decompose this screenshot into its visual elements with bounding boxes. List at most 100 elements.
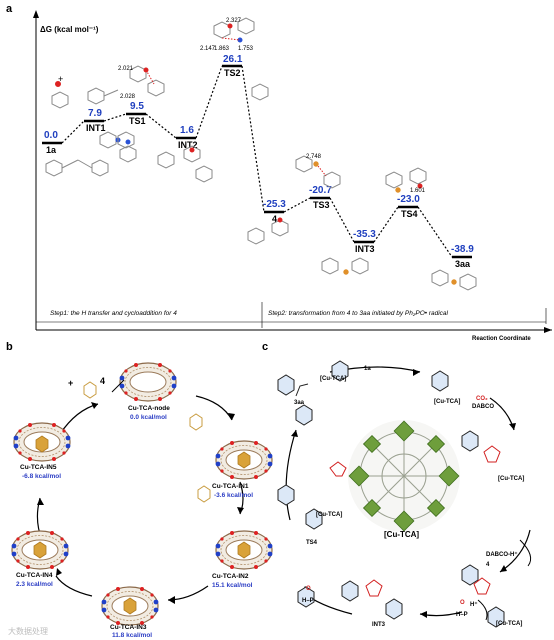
state-label-ts2: TS2 <box>224 68 241 78</box>
product-4-c-label: 4 <box>486 562 490 568</box>
value-int1: 7.9 <box>88 108 102 119</box>
node-energy-in5: -6.8 kcal/mol <box>22 473 61 480</box>
cage-node <box>118 362 178 402</box>
energy-profile <box>42 64 472 259</box>
bond-distances: 2.021 2.028 2.327 2.147 1.863 1.753 2.74… <box>118 18 426 194</box>
cat-label-2: [Cu-TCA] <box>434 399 460 405</box>
cat-label-3: [Cu-TCA] <box>498 476 524 482</box>
distance-7: 2.748 <box>306 154 322 160</box>
product-4-label: 4 <box>100 376 105 386</box>
value-ts1: 9.5 <box>130 101 144 112</box>
molecule-ts3 <box>295 155 341 189</box>
o-label-left: O <box>306 586 311 592</box>
released-molecule <box>83 381 97 399</box>
step2-caption: Step2: transformation from 4 to 3aa init… <box>268 310 449 317</box>
guest-in4 <box>33 541 47 559</box>
energy-connectors <box>61 65 453 258</box>
node-name-in3: Cu-TCA-IN3 <box>110 624 147 631</box>
state-label-1a: 1a <box>46 145 57 155</box>
distance-1: 2.021 <box>118 66 134 72</box>
value-int2: 1.6 <box>180 125 194 136</box>
distance-5: 1.863 <box>214 46 230 52</box>
mof-structure <box>348 420 460 532</box>
node-name-in5: Cu-TCA-IN5 <box>20 464 57 471</box>
state-label-ts1: TS1 <box>129 116 146 126</box>
panel-a-label: a <box>6 3 13 15</box>
node-energy-in1: -3.6 kcal/mol <box>214 492 253 499</box>
guest-in5 <box>35 435 49 453</box>
svg-text:+: + <box>58 74 63 84</box>
value-ts4: -23.0 <box>397 194 420 205</box>
molecule-4 <box>247 217 289 245</box>
node-energy-in3: 11.8 kcal/mol <box>112 632 152 639</box>
guest-in3 <box>123 597 137 615</box>
state-label-int1: INT1 <box>86 123 106 133</box>
node-name-in4: Cu-TCA-IN4 <box>16 572 53 579</box>
3aa-label: 3aa <box>294 400 305 406</box>
arrow-c3 <box>499 529 531 573</box>
node-name-node: Cu-TCA-node <box>128 405 170 412</box>
node-name-in1: Cu-TCA-IN1 <box>212 483 249 490</box>
value-1a: 0.0 <box>44 130 58 141</box>
hp-label-left: H–P <box>302 598 314 604</box>
dabcoh-label: DABCO-H⁺ <box>486 551 518 558</box>
node-name-in2: Cu-TCA-IN2 <box>212 573 249 580</box>
guest-in2 <box>237 541 251 559</box>
sub-1a-label: 1a <box>364 366 371 372</box>
arrow-in3-to-in4 <box>55 575 93 597</box>
state-label-int3: INT3 <box>355 244 375 254</box>
dabco-label: DABCO <box>472 404 494 410</box>
state-label-int2: INT2 <box>178 140 198 150</box>
molecule-1a: + <box>45 74 109 177</box>
value-ts3: -20.7 <box>309 185 332 196</box>
co2-label: CO₂ <box>476 396 488 402</box>
cycle-c: [Cu-TCA] <box>277 360 532 628</box>
incoming-molecule-1 <box>189 413 203 431</box>
y-axis-label: ΔG (kcal mol⁻¹) <box>40 25 99 34</box>
value-3aa: -38.9 <box>451 244 474 255</box>
node-energy-in4: 2.3 kcal/mol <box>16 581 53 588</box>
panel-b-label: b <box>6 341 13 353</box>
cat-label-4: [Cu-TCA] <box>496 621 522 627</box>
arrow-in5-to-node <box>59 403 99 435</box>
molecule-int3 <box>321 257 369 275</box>
state-label-3aa: 3aa <box>455 259 471 269</box>
cat-label-1: [Cu-TCA] <box>320 376 346 382</box>
int3-label: INT3 <box>372 622 386 628</box>
arrow-c6 <box>285 429 297 521</box>
value-int3: -35.3 <box>353 229 376 240</box>
svg-text:+: + <box>68 378 73 388</box>
molecule-3aa <box>431 269 477 291</box>
value-4: -25.3 <box>263 199 286 210</box>
molecule-ts2 <box>213 17 269 101</box>
molecule-ts4 <box>385 167 427 193</box>
distance-8: 1.601 <box>410 188 426 194</box>
distance-2: 2.028 <box>120 94 136 100</box>
value-ts2: 26.1 <box>223 54 243 65</box>
molecule-ts1 <box>117 65 165 149</box>
cat-label-5: [Cu-TCA] <box>316 512 342 518</box>
distance-6: 1.753 <box>238 46 254 52</box>
o-label-right: O <box>460 600 465 606</box>
hplus-label: H⁺ <box>470 601 478 608</box>
state-label-4: 4 <box>272 214 277 224</box>
step1-caption: Step1: the H transfer and cycloaddition … <box>50 310 177 317</box>
distance-4: 2.147 <box>200 46 216 52</box>
state-label-ts3: TS3 <box>313 200 330 210</box>
mof-center-label: [Cu-TCA] <box>384 530 419 539</box>
panel-a-frame <box>33 10 552 333</box>
c-structures <box>277 360 505 628</box>
distance-3: 2.327 <box>226 18 242 24</box>
molecule-structures: + <box>45 17 477 291</box>
node-energy-node: 0.0 kcal/mol <box>130 414 167 421</box>
hp-label-right: H–P <box>456 612 468 618</box>
arrow-node-to-in1 <box>195 395 233 421</box>
watermark: 大数据处理 <box>8 626 48 636</box>
node-energy-in2: 15.1 kcal/mol <box>212 582 253 589</box>
ts4-label: TS4 <box>306 540 318 546</box>
incoming-molecule-2 <box>197 485 211 503</box>
guest-in1 <box>237 451 251 469</box>
cycle-b: + 4 Cu-TCA-node 0.0 kcal/mol Cu-TCA-IN1 … <box>11 362 273 639</box>
panel-c-label: c <box>262 341 268 353</box>
